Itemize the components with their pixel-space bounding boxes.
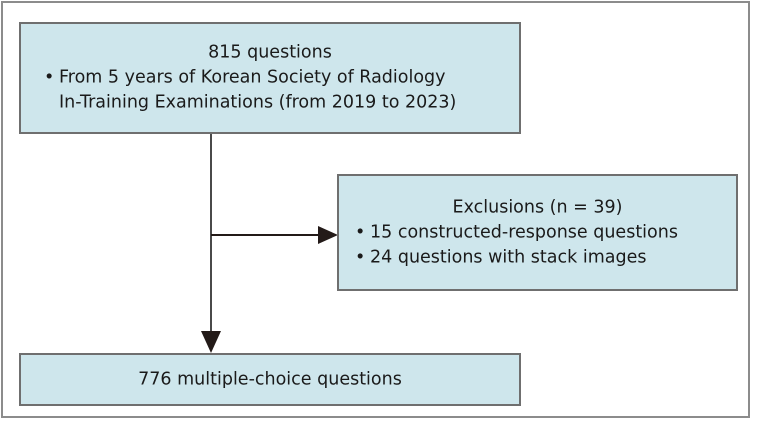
exclusions-bullet-1: 15 constructed-response questions [370, 222, 678, 242]
source-bullet-line-2: In-Training Examinations (from 2019 to 2… [59, 92, 457, 113]
source-bullet-item-continued: In-Training Examinations (from 2019 to 2… [44, 91, 496, 116]
bullet-dot-icon: • [355, 247, 366, 267]
source-bullet-item: • From 5 years of Korean Society of Radi… [44, 66, 496, 91]
exclusions-bullet-2: 24 questions with stack images [370, 247, 647, 267]
bullet-dot-icon: • [355, 222, 366, 242]
source-title: 815 questions [208, 42, 332, 63]
source-bullet-line-1: From 5 years of Korean Society of Radiol… [59, 67, 446, 88]
node-included-questions: 776 multiple-choice questions [19, 353, 521, 406]
node-exclusions: Exclusions (n = 39) • 15 constructed-res… [337, 174, 738, 291]
exclusions-bullet-list: • 15 constructed-response questions • 24… [355, 220, 720, 270]
exclusions-bullet-item: • 24 questions with stack images [355, 245, 720, 270]
source-bullet-list: • From 5 years of Korean Society of Radi… [44, 66, 496, 116]
included-title: 776 multiple-choice questions [138, 369, 402, 389]
node-source-questions: 815 questions • From 5 years of Korean S… [19, 22, 521, 134]
bullet-dot-icon: • [44, 67, 55, 88]
exclusions-bullet-item: • 15 constructed-response questions [355, 220, 720, 245]
exclusions-title: Exclusions (n = 39) [452, 197, 623, 217]
